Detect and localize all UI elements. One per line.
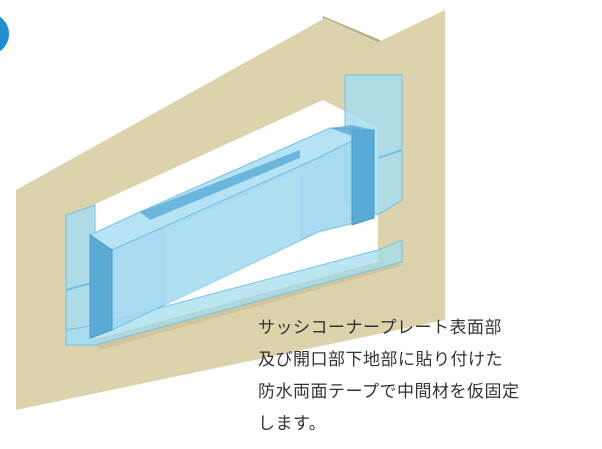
block-front-panel bbox=[165, 170, 300, 305]
caption-line-2: 及び開口部下地部に貼り付けた bbox=[258, 350, 503, 370]
caption: サッシコーナープレート表面部 及び開口部下地部に貼り付けた 防水両面テープで中間… bbox=[258, 312, 598, 440]
block-top-right-pad bbox=[330, 125, 374, 136]
tape-line-right bbox=[377, 149, 403, 159]
block-left-end bbox=[89, 234, 113, 339]
caption-line-3: 防水両面テープで中間材を仮固定 bbox=[258, 382, 520, 402]
wall-sill-ledge bbox=[93, 262, 405, 350]
caption-line-1: サッシコーナープレート表面部 bbox=[258, 318, 502, 338]
block-top-recess bbox=[140, 150, 300, 220]
step-indicator-arc bbox=[0, 16, 9, 52]
block-right-end bbox=[351, 129, 375, 226]
wall-frame bbox=[16, 10, 445, 410]
caption-line-4: します。 bbox=[258, 414, 327, 434]
